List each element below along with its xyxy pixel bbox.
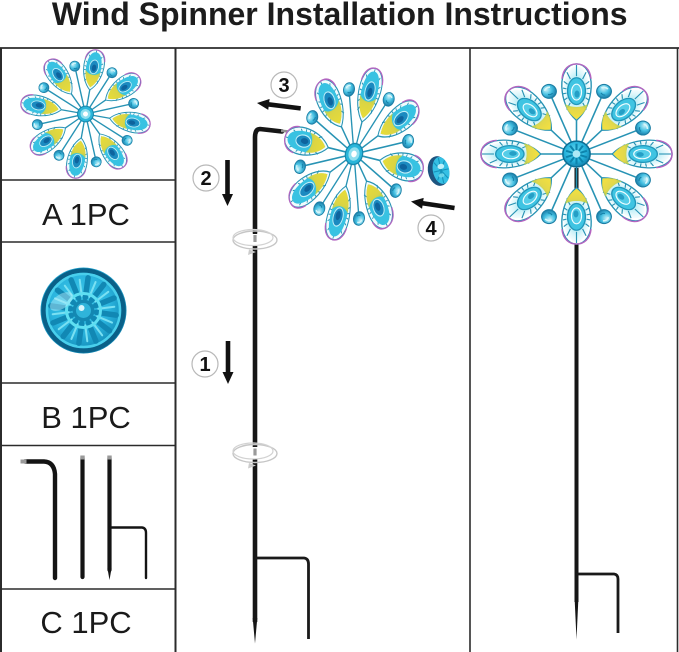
svg-text:A 1PC: A 1PC (42, 197, 130, 232)
svg-text:2: 2 (200, 168, 211, 190)
svg-text:3: 3 (278, 75, 289, 97)
svg-text:B 1PC: B 1PC (41, 400, 131, 435)
svg-text:1: 1 (199, 354, 210, 376)
svg-text:Wind Spinner Installation Inst: Wind Spinner Installation Instructions (52, 0, 628, 32)
svg-text:4: 4 (425, 218, 437, 240)
svg-text:C 1PC: C 1PC (40, 605, 131, 640)
